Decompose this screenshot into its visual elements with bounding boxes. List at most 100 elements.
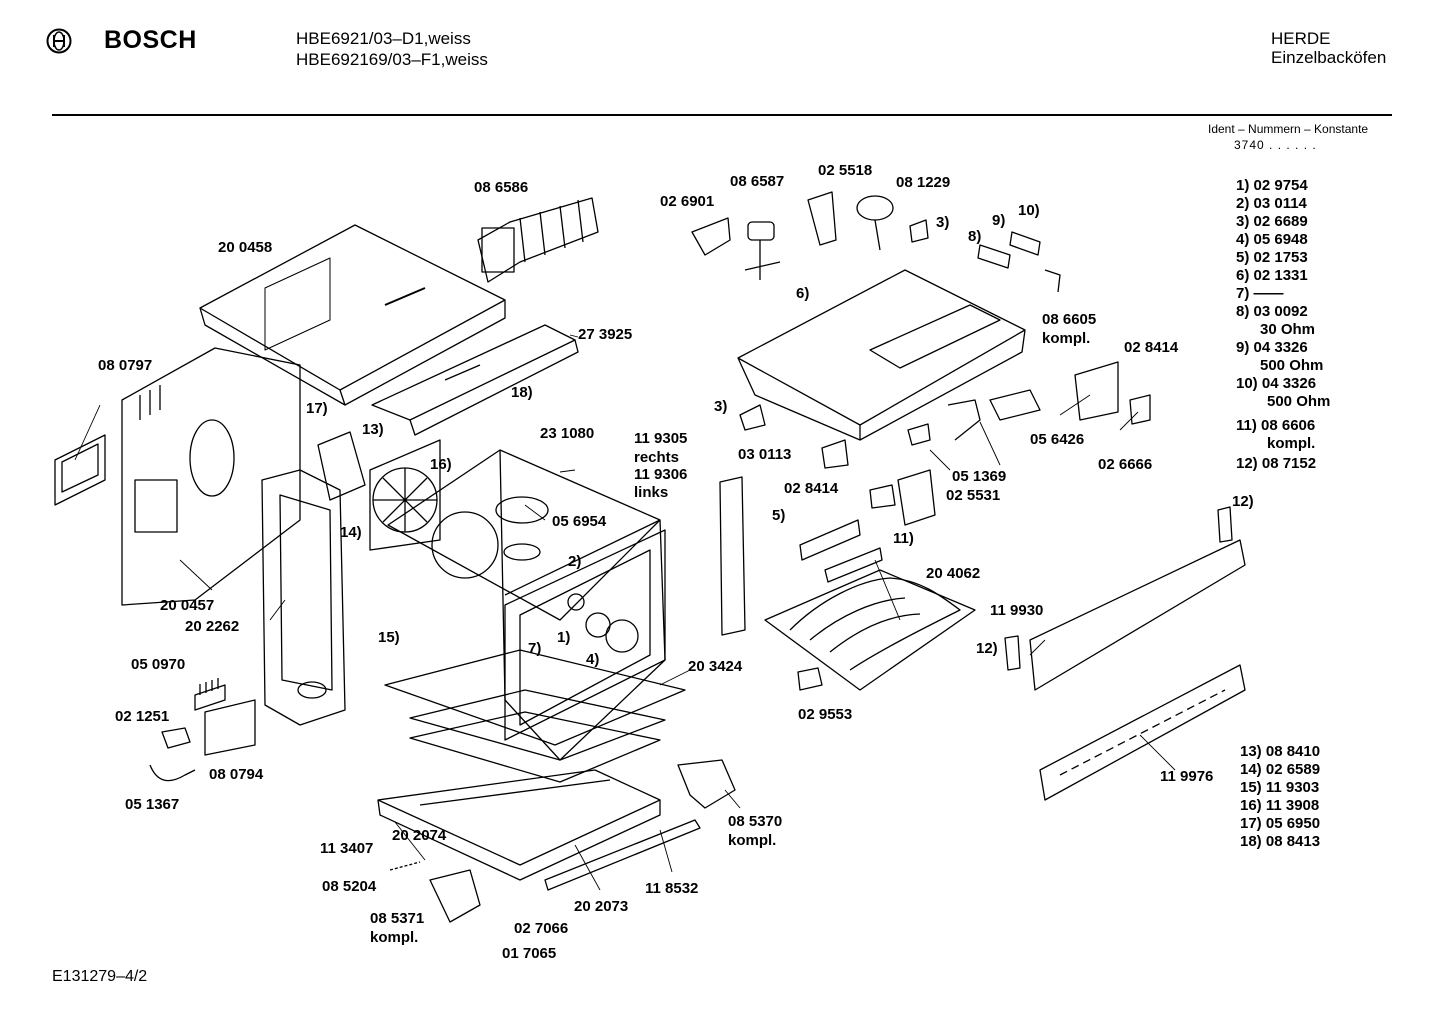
fan-assembly-part — [317, 431, 441, 551]
label-119305: 11 9305 — [634, 430, 687, 447]
legend-item-17: 17) 05 6950 — [1240, 815, 1320, 832]
legend-item-14: 14) 02 6589 — [1240, 761, 1320, 778]
label-n5: 5) — [772, 507, 785, 524]
legend-item-15: 15) 11 9303 — [1240, 779, 1319, 796]
parts-legend-top: 1) 02 9754 2) 03 0114 3) 02 6689 4) 05 6… — [1236, 177, 1330, 472]
label-085204: 08 5204 — [322, 878, 377, 895]
small-parts-left — [149, 678, 256, 782]
label-n14: 14) — [340, 524, 362, 541]
legend-item-4: 4) 05 6948 — [1236, 231, 1308, 248]
label-202262: 20 2262 — [185, 618, 239, 635]
legend-item-8-value: 30 Ohm — [1260, 321, 1315, 338]
side-rail-part — [719, 476, 746, 636]
parts-legend-bottom: 13) 08 8410 14) 02 6589 15) 11 9303 16) … — [1240, 743, 1320, 850]
side-rail-right — [1004, 506, 1246, 801]
heating-element-part — [764, 519, 976, 691]
label-kompl-b: kompl. — [728, 832, 776, 849]
label-021251: 02 1251 — [115, 708, 169, 725]
label-119306: 11 9306 — [634, 466, 687, 483]
label-202074: 20 2074 — [392, 827, 447, 844]
legend-item-5: 5) 02 1753 — [1236, 249, 1308, 266]
bracket-part — [677, 759, 736, 809]
label-rechts: rechts — [634, 449, 679, 466]
label-n15: 15) — [378, 629, 400, 646]
label-202073: 20 2073 — [574, 898, 628, 915]
label-050970: 05 0970 — [131, 656, 185, 673]
label-086587: 08 6587 — [730, 173, 784, 190]
label-026666: 02 6666 — [1098, 456, 1152, 473]
label-n18: 18) — [511, 384, 533, 401]
legend-item-6: 6) 02 1331 — [1236, 267, 1308, 284]
rear-frame-part — [54, 347, 301, 606]
label-056954: 05 6954 — [552, 513, 607, 530]
legend-item-10-value: 500 Ohm — [1267, 393, 1330, 410]
label-n17: 17) — [306, 400, 328, 417]
label-113407: 11 3407 — [320, 840, 373, 857]
label-n16: 16) — [430, 456, 452, 473]
label-030113: 03 0113 — [738, 446, 791, 463]
label-n1: 1) — [557, 629, 570, 646]
clip-part — [797, 667, 823, 691]
label-085370: 08 5370 — [728, 813, 782, 830]
top-cover-part — [199, 224, 506, 406]
legend-item-12: 12) 08 7152 — [1236, 455, 1316, 472]
label-086605: 08 6605 — [1042, 311, 1096, 328]
label-n13: 13) — [362, 421, 384, 438]
control-housing-part — [737, 269, 1026, 441]
label-n2: 2) — [568, 553, 581, 570]
label-n6: 6) — [796, 285, 809, 302]
label-kompl-a: kompl. — [370, 929, 418, 946]
legend-item-10: 10) 04 3326 — [1236, 375, 1316, 392]
base-frame-part — [377, 769, 701, 891]
thermostat-parts — [691, 191, 1061, 293]
label-n12a: 12) — [1232, 493, 1254, 510]
label-027066: 02 7066 — [514, 920, 568, 937]
label-025518: 02 5518 — [818, 162, 872, 179]
label-n7: 7) — [528, 640, 541, 657]
label-n9: 9) — [992, 212, 1005, 229]
oven-door-part — [261, 469, 346, 726]
lower-bracket-part — [389, 861, 481, 923]
label-231080: 23 1080 — [540, 425, 594, 442]
switch-parts — [739, 361, 1151, 526]
label-n12b: 12) — [976, 640, 998, 657]
bosch-logo-icon — [46, 28, 72, 54]
header-divider — [52, 114, 1392, 116]
legend-item-11: 11) 08 6606 — [1236, 417, 1315, 434]
label-081229: 08 1229 — [896, 174, 950, 191]
label-026901: 02 6901 — [660, 193, 714, 210]
label-200458: 20 0458 — [218, 239, 272, 256]
label-028414-a: 02 8414 — [1124, 339, 1179, 356]
label-n4: 4) — [586, 651, 599, 668]
legend-item-18: 18) 08 8413 — [1240, 833, 1320, 850]
blower-motor-part — [477, 197, 599, 283]
model-number-2: HBE692169/03–F1,weiss — [296, 50, 488, 69]
label-204062: 20 4062 — [926, 565, 980, 582]
label-028414-b: 02 8414 — [784, 480, 839, 497]
label-200457: 20 0457 — [160, 597, 214, 614]
legend-item-9: 9) 04 3326 — [1236, 339, 1308, 356]
label-017065: 01 7065 — [502, 945, 556, 962]
label-kompl-c: kompl. — [1042, 330, 1090, 347]
legend-item-1: 1) 02 9754 — [1236, 177, 1308, 194]
legend-item-7: 7) —— — [1236, 285, 1284, 302]
legend-item-9-value: 500 Ohm — [1260, 357, 1323, 374]
legend-item-13: 13) 08 8410 — [1240, 743, 1320, 760]
label-080794: 08 0794 — [209, 766, 264, 783]
subcategory-title: Einzelbacköfen — [1271, 48, 1387, 67]
model-number-1: HBE6921/03–D1,weiss — [296, 29, 471, 48]
label-n8: 8) — [968, 228, 981, 245]
ident-title: Ident – Nummern – Konstante — [1208, 122, 1369, 136]
label-n3b: 3) — [714, 398, 727, 415]
category-title: HERDE — [1271, 29, 1331, 48]
leader-lines — [74, 334, 1176, 891]
label-051367: 05 1367 — [125, 796, 179, 813]
label-056426: 05 6426 — [1030, 431, 1084, 448]
label-086586: 08 6586 — [474, 179, 528, 196]
label-085371: 08 5371 — [370, 910, 424, 927]
label-029553: 02 9553 — [798, 706, 852, 723]
label-051369: 05 1369 — [952, 468, 1006, 485]
bottom-tray-part — [384, 649, 686, 783]
label-119976: 11 9976 — [1160, 768, 1213, 785]
